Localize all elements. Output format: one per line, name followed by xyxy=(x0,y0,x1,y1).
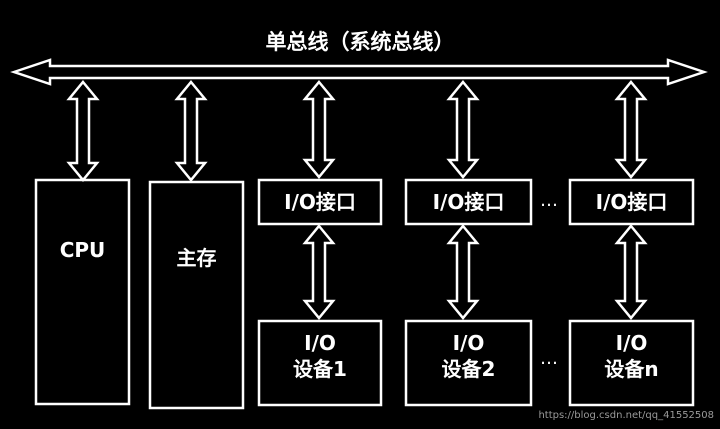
io-device-1-arrow xyxy=(302,224,336,320)
io-device-2-line1: I/O xyxy=(452,331,485,355)
io-device-label-n: I/O 设备n xyxy=(570,330,693,382)
io-device-label-1: I/O 设备1 xyxy=(259,330,381,382)
io-interface-n-bus-arrow xyxy=(614,80,648,179)
interface-ellipsis: … xyxy=(540,190,558,211)
memory-box xyxy=(148,180,245,410)
io-device-n-arrow xyxy=(614,224,648,320)
io-interface-label-2: I/O接口 xyxy=(432,190,505,214)
io-device-label-2: I/O 设备2 xyxy=(406,330,531,382)
memory-bus-arrow xyxy=(174,80,208,182)
device-ellipsis: … xyxy=(540,348,558,369)
io-device-box-1 xyxy=(257,319,383,407)
io-interface-label-1: I/O接口 xyxy=(284,190,356,214)
io-device-n-line2: 设备n xyxy=(604,357,659,381)
source-watermark: https://blog.csdn.net/qq_41552508 xyxy=(538,410,714,421)
io-interface-2-bus-arrow xyxy=(446,80,480,179)
io-interface-box-n xyxy=(568,178,695,226)
io-device-n-line1: I/O xyxy=(615,331,648,355)
io-device-box-2 xyxy=(404,319,533,407)
diagram-title: 单总线（系统总线） xyxy=(265,30,455,54)
io-device-box-n xyxy=(568,319,695,407)
system-bus-arrow xyxy=(10,58,708,86)
io-device-1-line1: I/O xyxy=(304,331,336,355)
cpu-label: CPU xyxy=(59,238,106,262)
io-device-2-line2: 设备2 xyxy=(441,357,496,381)
io-device-1-line2: 设备1 xyxy=(293,357,347,381)
io-interface-box-1 xyxy=(257,178,383,226)
cpu-box xyxy=(34,178,131,406)
io-interface-1-bus-arrow xyxy=(302,80,336,179)
io-interface-box-2 xyxy=(404,178,533,226)
io-device-2-arrow xyxy=(446,224,480,320)
memory-label: 主存 xyxy=(176,246,217,270)
io-interface-label-n: I/O接口 xyxy=(595,190,668,214)
cpu-bus-arrow xyxy=(66,80,100,182)
